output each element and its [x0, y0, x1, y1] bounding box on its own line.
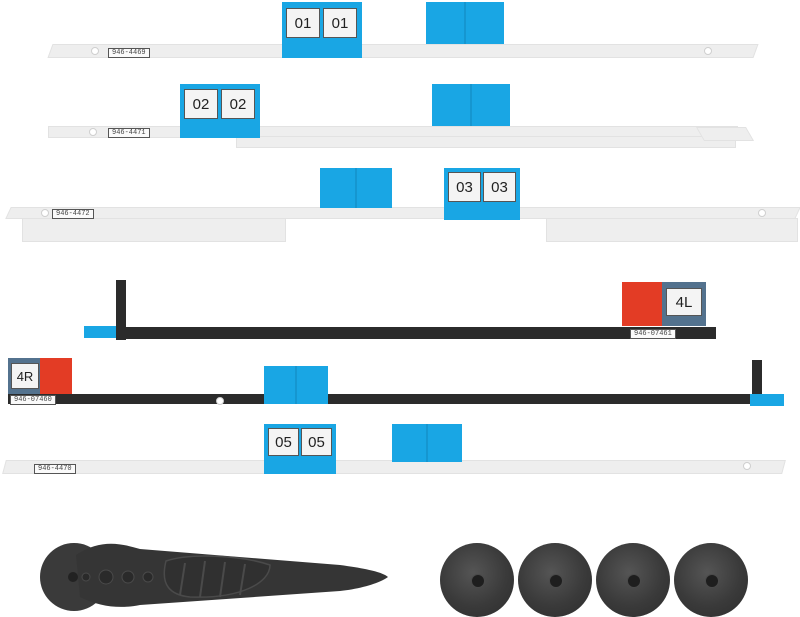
part-number-label: 946-4470	[34, 464, 76, 474]
suction-cup-icon	[440, 543, 514, 617]
suction-cup-icon	[518, 543, 592, 617]
strip-number-tag: 01	[323, 8, 357, 38]
strip-number-tag: 03	[483, 172, 516, 202]
part-number-label: 946-4472	[52, 209, 94, 219]
strip-hole	[89, 128, 97, 136]
part-number-label: 946-07460	[10, 395, 56, 405]
blue-adhesive-tab	[392, 424, 462, 462]
strip-number-tag: 03	[448, 172, 481, 202]
strip-number-tag: 02	[184, 89, 218, 119]
part-number-label: 946-4471	[108, 128, 150, 138]
strip-number-tag: 4L	[666, 288, 702, 316]
strip-number-tag: 01	[286, 8, 320, 38]
red-pull-tab	[622, 282, 666, 326]
strip-number-tag: 02	[221, 89, 255, 119]
strip-hole	[758, 209, 766, 217]
blue-adhesive-tab	[84, 326, 118, 338]
suction-cup-icon	[674, 543, 748, 617]
strip-number-tag: 05	[268, 428, 299, 456]
part-number-label: 946-4469	[108, 48, 150, 58]
suction-cup-icon	[596, 543, 670, 617]
red-pull-tab	[40, 358, 72, 394]
strip-hole	[743, 462, 751, 470]
strip-number-tag: 05	[301, 428, 332, 456]
strip-hole	[216, 397, 224, 405]
opening-tool-icon	[40, 543, 388, 611]
part-number-label: 946-07461	[630, 329, 676, 339]
strip-hole	[91, 47, 99, 55]
blue-adhesive-tab	[320, 168, 392, 208]
strip-hole	[704, 47, 712, 55]
strip-hole	[41, 209, 49, 217]
blue-adhesive-tab	[426, 2, 504, 44]
strip-number-tag: 4R	[11, 363, 39, 389]
blue-adhesive-tab	[264, 366, 328, 404]
blue-adhesive-tab	[750, 394, 784, 406]
blue-adhesive-tab	[432, 84, 510, 126]
